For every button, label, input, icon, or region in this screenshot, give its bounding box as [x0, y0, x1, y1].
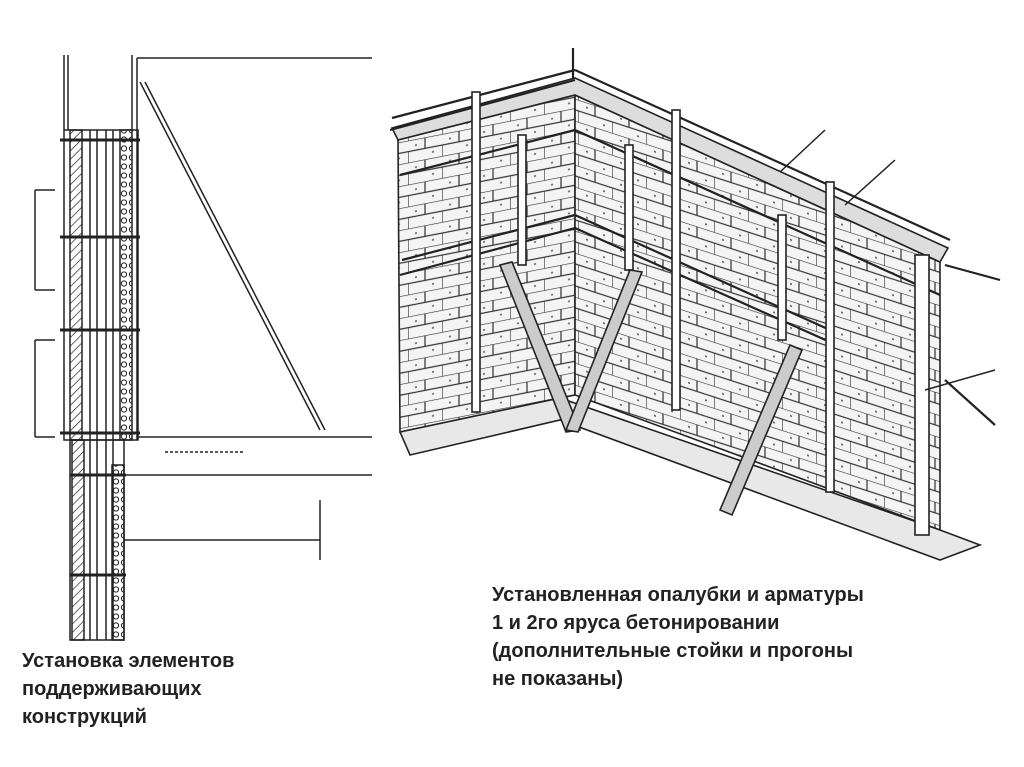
formwork-isometric-drawing — [389, 48, 1001, 561]
caption-support-elements: Установка элементов поддерживающих конст… — [22, 650, 235, 728]
caption-formwork-reinforcement: Установленная опалубки и арматуры 1 и 2г… — [492, 584, 864, 690]
support-section-drawing — [34, 55, 372, 641]
